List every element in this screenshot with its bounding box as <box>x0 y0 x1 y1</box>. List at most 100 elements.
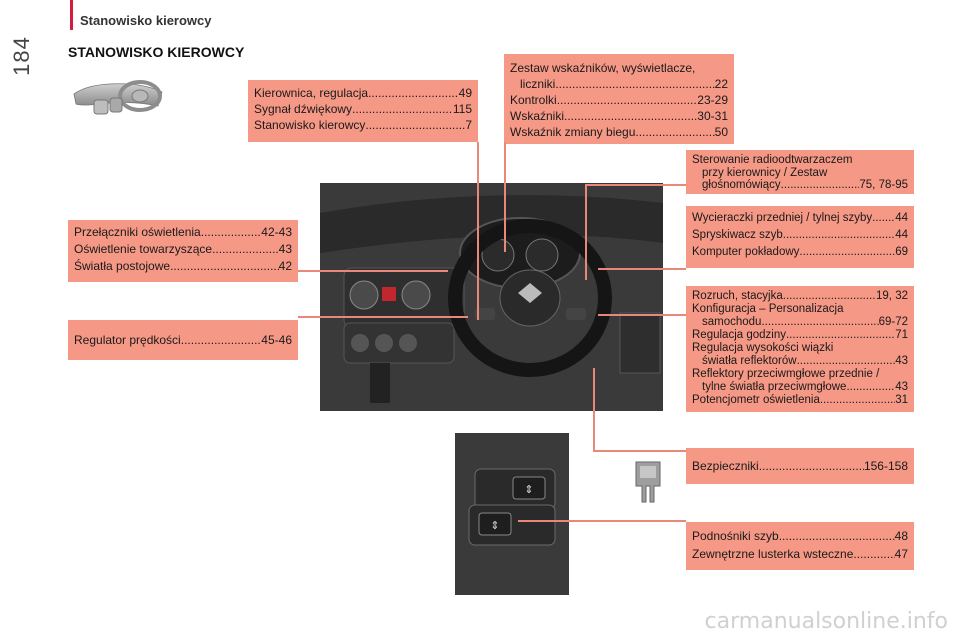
watermark: carmanualsonline.info <box>704 609 948 634</box>
row-page: 23-29 <box>697 93 728 107</box>
row-page: 50 <box>714 125 728 139</box>
row-label: Komputer pokładowy <box>692 246 800 258</box>
row-label: Rozruch, stacyjka <box>692 290 783 302</box>
row-label: Potencjometr oświetlenia <box>692 394 820 406</box>
leader-line <box>504 142 506 252</box>
leader-line <box>477 142 479 320</box>
leader-line <box>593 368 595 452</box>
radio-box: Sterowanie radioodtwarzaczem przy kierow… <box>686 150 914 194</box>
ignition-row: Rozruch, stacyjka19, 32 <box>692 290 908 303</box>
steering-row: Kierownica, regulacja 49 <box>254 85 472 101</box>
window-switch-photo: ⇕ ⇕ <box>455 433 569 595</box>
ignition-row: Regulacja godziny71 <box>692 329 908 342</box>
lighting-row: Oświetlenie towarzyszące43 <box>74 241 292 258</box>
instruments-box: Zestaw wskaźników, wyświetlacze, licznik… <box>504 54 734 144</box>
row-label: Kontrolki <box>510 93 557 107</box>
ignition-line: Regulacja wysokości wiązki <box>692 342 834 354</box>
fuses-row: Bezpieczniki 156-158 <box>692 458 908 474</box>
ignition-row: samochodu 69-72 <box>692 316 908 329</box>
leader-line <box>298 270 448 272</box>
svg-text:⇕: ⇕ <box>524 483 533 496</box>
row-page: 45-46 <box>261 333 292 347</box>
row-label: Sygnał dźwiękowy <box>254 102 353 116</box>
page-number: 184 <box>9 36 34 76</box>
row-label: Światła postojowe <box>74 259 171 273</box>
row-page: 69-72 <box>878 316 908 328</box>
lighting-row: Przełączniki oświetlenia 42-43 <box>74 224 292 241</box>
row-label: Regulator prędkości <box>74 333 181 347</box>
row-page: 49 <box>458 86 472 100</box>
instruments-row: Kontrolki 23-29 <box>510 92 728 108</box>
leader-line <box>598 268 686 270</box>
leader-line <box>593 450 686 452</box>
wipers-row: Komputer pokładowy69 <box>692 244 908 261</box>
row-label: Regulacja godziny <box>692 329 786 341</box>
speed-row: Regulator prędkości 45-46 <box>74 332 292 348</box>
row-label: tylne światła przeciwmgłowe <box>702 381 847 393</box>
instruments-row: Wskaźnik zmiany biegu 50 <box>510 124 728 140</box>
row-page: 156-158 <box>863 459 908 473</box>
instruments-row: Wskaźniki 30-31 <box>510 108 728 124</box>
row-page: 43 <box>895 381 908 393</box>
window-switch-illustration: ⇕ ⇕ <box>455 433 569 595</box>
row-label: światła reflektorów <box>702 355 797 367</box>
ignition-row: Potencjometr oświetlenia 31 <box>692 394 908 407</box>
leader-line <box>598 314 686 316</box>
row-page: 48 <box>894 529 908 543</box>
windows-row: Zewnętrzne lusterka wsteczne 47 <box>692 545 908 563</box>
row-label: Wycieraczki przedniej / tylnej szyby <box>692 212 873 224</box>
row-page: 42-43 <box>261 225 292 239</box>
radio-line: przy kierownicy / Zestaw <box>702 166 828 179</box>
section-title: Stanowisko kierowcy <box>80 13 212 28</box>
row-page: 75, 78-95 <box>859 179 908 191</box>
row-label: Stanowisko kierowcy <box>254 118 366 132</box>
lighting-row: Światła postojowe 42 <box>74 258 292 275</box>
radio-line: Sterowanie radioodtwarzaczem <box>692 154 853 166</box>
row-page: 115 <box>452 102 472 116</box>
page-title: STANOWISKO KIEROWCY <box>68 44 245 60</box>
row-label: głośnomówiący <box>702 179 781 191</box>
ignition-line: Konfiguracja – Personalizacja <box>692 303 844 315</box>
row-label: Podnośniki szyb <box>692 529 779 543</box>
row-page: 43 <box>895 355 908 367</box>
ignition-row: światła reflektorów 43 <box>692 355 908 368</box>
radio-row: głośnomówiący 75, 78-95 <box>692 179 908 192</box>
row-label: Wskaźniki <box>510 109 565 123</box>
row-label: liczniki <box>520 77 556 91</box>
dashboard-illustration <box>320 183 663 411</box>
row-label: Zewnętrzne lusterka wsteczne <box>692 547 854 561</box>
row-label: Przełączniki oświetlenia <box>74 225 201 239</box>
steering-row: Sygnał dźwiękowy 115 <box>254 101 472 117</box>
row-label: Wskaźnik zmiany biegu <box>510 125 636 139</box>
leader-line <box>298 316 468 318</box>
ignition-line: Reflektory przeciwmgłowe przednie / <box>692 368 880 380</box>
instruments-heading: Zestaw wskaźników, wyświetlacze, <box>510 61 696 75</box>
lighting-box: Przełączniki oświetlenia 42-43 Oświetleni… <box>68 220 298 282</box>
row-label: samochodu <box>702 316 762 328</box>
leader-line <box>585 184 587 280</box>
speed-box: Regulator prędkości 45-46 <box>68 320 298 360</box>
wipers-row: Spryskiwacz szyb44 <box>692 227 908 244</box>
row-page: 44 <box>895 212 908 224</box>
row-label: Oświetlenie towarzyszące <box>74 242 213 256</box>
leader-line <box>585 184 686 186</box>
steering-wheel-icon <box>73 80 163 115</box>
row-page: 42 <box>278 259 292 273</box>
row-page: 7 <box>465 118 472 132</box>
windows-row: Podnośniki szyb 48 <box>692 527 908 545</box>
fuses-box: Bezpieczniki 156-158 <box>686 448 914 484</box>
windows-box: Podnośniki szyb 48 Zewnętrzne lusterka ws… <box>686 522 914 570</box>
row-label: Bezpieczniki <box>692 459 759 473</box>
row-page: 30-31 <box>697 109 728 123</box>
row-label: Kierownica, regulacja <box>254 86 369 100</box>
row-label: Spryskiwacz szyb <box>692 229 783 241</box>
wipers-box: Wycieraczki przedniej / tylnej szyby 44 S… <box>686 206 914 268</box>
wipers-row: Wycieraczki przedniej / tylnej szyby 44 <box>692 210 908 227</box>
fuse-icon <box>635 461 661 503</box>
dashboard-photo <box>320 183 663 411</box>
row-page: 31 <box>895 394 908 406</box>
row-page: 22 <box>714 77 728 91</box>
row-page: 47 <box>894 547 908 561</box>
steering-row: Stanowisko kierowcy 7 <box>254 117 472 133</box>
svg-text:⇕: ⇕ <box>490 519 499 532</box>
